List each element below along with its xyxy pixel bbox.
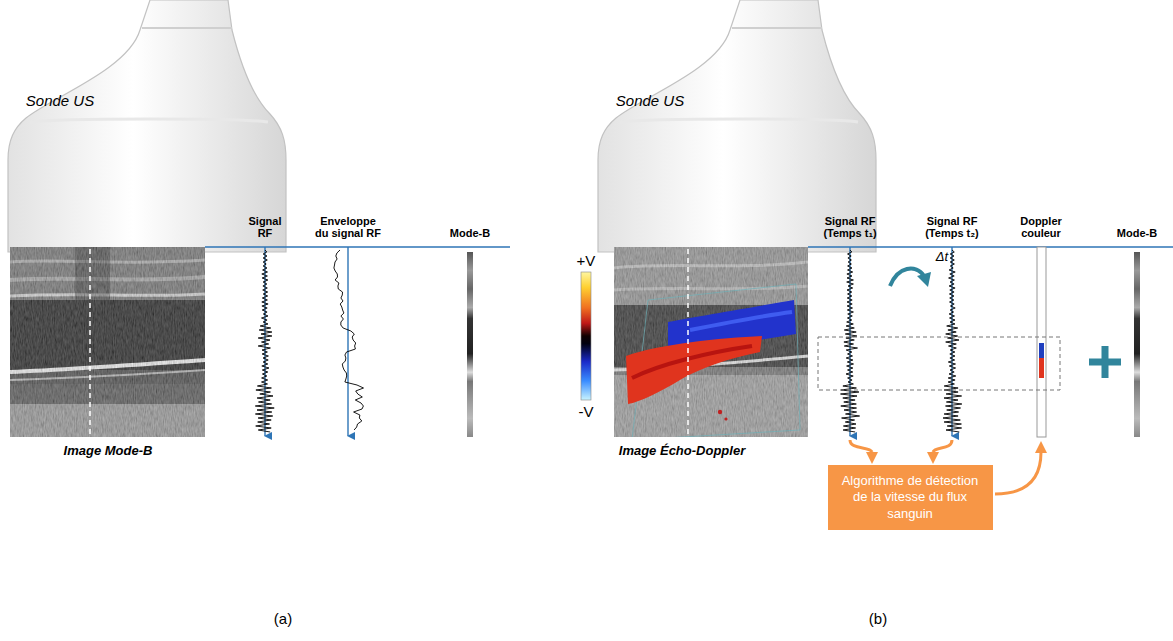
flow-toward: [626, 336, 762, 404]
panel-letter: (a): [274, 610, 292, 627]
image-ground: [10, 247, 205, 437]
panel-letter: (b): [869, 610, 887, 627]
surface-line: [205, 246, 510, 248]
b-mode-line: [467, 252, 473, 437]
signal-label: Enveloppe du signal RF: [313, 215, 383, 240]
flow-toward: [632, 346, 752, 378]
region-box: [818, 337, 1060, 390]
rf-signal: [255, 250, 274, 432]
scale-label: -V: [579, 403, 594, 420]
doppler-sample: [1039, 343, 1044, 358]
time-arrow-head: [917, 272, 931, 287]
flow-arrow-head: [866, 452, 878, 464]
flow-arrow-head: [927, 452, 939, 464]
signal-label: Mode-B: [450, 227, 490, 240]
flow-arrow: [850, 440, 872, 452]
signal-label: Doppler couleur: [1013, 215, 1069, 240]
speckle-noise: [10, 247, 205, 437]
doppler-image: [614, 247, 808, 437]
signal-label: Signal RF: [242, 215, 288, 240]
ultrasound-probe: [598, 0, 876, 252]
ultrasound-probe: [8, 0, 286, 252]
signal-label: Signal RF (Temps t₁): [811, 215, 889, 240]
probe-label: Sonde US: [26, 92, 94, 109]
flow-dot: [718, 410, 722, 414]
depth-arrow: [347, 247, 348, 436]
image-caption: Image Mode-B: [64, 444, 153, 459]
doppler-line: [1037, 247, 1046, 437]
scan-line: [687, 249, 689, 437]
image-caption: Image Écho-Doppler: [619, 444, 745, 459]
process-box: Algorithme de détection de la vitesse du…: [828, 465, 993, 530]
signal-label: Mode-B: [1117, 227, 1157, 240]
surface-line: [808, 246, 1173, 248]
envelope-signal: [334, 250, 364, 430]
probe-label: Sonde US: [616, 92, 684, 109]
velocity-colorbar: [581, 272, 591, 400]
flow-arrow: [933, 440, 952, 452]
box-text: Algorithme de détection de la vitesse du…: [838, 473, 983, 522]
flow-dot: [724, 417, 727, 420]
flow-arrow-head: [1035, 441, 1047, 453]
rf-signal: [943, 250, 962, 432]
b-mode-line: [1134, 252, 1140, 437]
plus-symbol: [1102, 346, 1109, 378]
scale-label: +V: [577, 252, 596, 269]
doppler-sample: [1039, 358, 1044, 378]
flow-arrow: [995, 452, 1041, 494]
b-mode-image: [10, 247, 205, 437]
time-delta: Δt: [936, 250, 948, 265]
flow-away: [690, 312, 792, 330]
rf-signal: [841, 250, 860, 432]
signal-label: Signal RF (Temps t₂): [913, 215, 991, 240]
scan-line: [89, 249, 91, 437]
